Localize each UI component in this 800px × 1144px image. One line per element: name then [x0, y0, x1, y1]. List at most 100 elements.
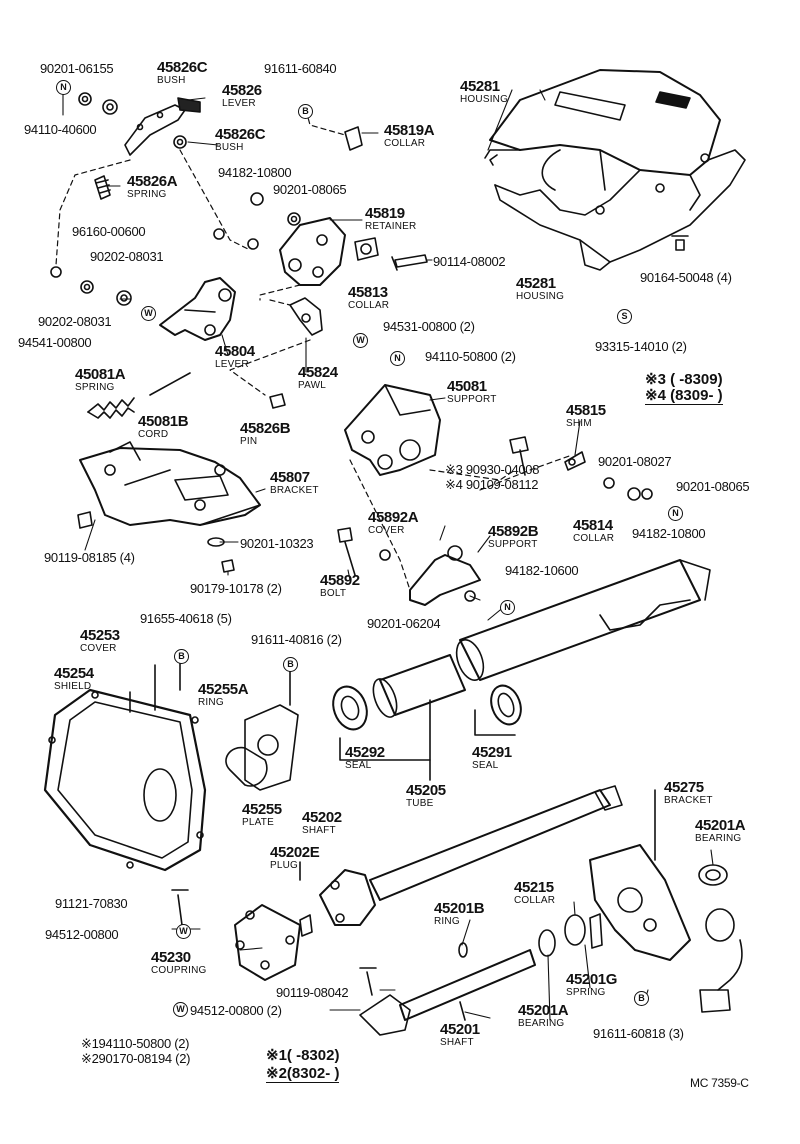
part-number: 90179-10178 (2): [190, 581, 282, 596]
b-symbol-badge: B: [283, 657, 298, 672]
part-number: ※3 90930-04008: [445, 462, 540, 477]
bolt-support-drawing: [207, 527, 481, 606]
part-number: 45201A: [695, 817, 746, 834]
part-name: SHIM: [566, 418, 592, 429]
part-callout: 90201-06155: [40, 61, 114, 76]
part-name: SUPPORT: [447, 394, 497, 405]
part-name: PIN: [240, 436, 258, 447]
part-callout: 91611-40816 (2): [251, 633, 342, 646]
part-name: HOUSING: [460, 94, 509, 105]
part-number: 90201-10323: [240, 536, 314, 551]
part-number: 93315-14010 (2): [595, 339, 687, 354]
part-name: SEAL: [472, 760, 499, 771]
w-symbol-badge: W: [141, 306, 156, 321]
part-name: SHIELD: [54, 681, 92, 692]
part-number: 94182-10800: [632, 526, 706, 541]
part-number: 90201-06155: [40, 61, 114, 76]
part-name: SPRING: [127, 189, 167, 200]
part-number: 90201-08065: [676, 479, 750, 494]
part-number: 45281: [460, 78, 500, 95]
part-callout: 94110-40600: [24, 123, 97, 136]
part-number: 91611-60840: [264, 61, 337, 76]
part-name: RETAINER: [365, 221, 417, 232]
part-callout: 94531-00800 (2): [383, 320, 475, 333]
part-number: 45804: [215, 343, 255, 360]
part-callout: 90179-10178 (2): [190, 582, 282, 595]
part-number: 91611-60818 (3): [593, 1026, 684, 1041]
part-name: BRACKET: [270, 485, 319, 496]
part-number: 90114-08002: [433, 254, 506, 269]
catalog-code: MC 7359-C: [690, 1076, 749, 1090]
part-name: PLUG: [270, 860, 299, 871]
part-name: BUSH: [215, 142, 244, 153]
part-callout: 90201-08065: [676, 479, 750, 494]
part-name: BEARING: [518, 1018, 565, 1029]
part-number: 45892A: [368, 509, 419, 526]
legend-row-1: ※1( -8302): [266, 1047, 340, 1064]
part-number: 45826C: [215, 126, 266, 143]
part-callout: 91611-60840: [264, 61, 337, 76]
part-number: 45826B: [240, 420, 291, 437]
spring-cord-drawing: [87, 372, 286, 419]
part-number: ※194110-50800 (2): [81, 1036, 190, 1051]
part-name: RING: [434, 916, 460, 927]
part-callout: 90202-08031: [90, 250, 164, 263]
part-number: 90201-06204: [367, 616, 441, 631]
part-callout: 94182-10600: [505, 563, 579, 578]
part-number: 90201-08065: [273, 182, 347, 197]
part-callout: 90201-06204: [367, 616, 441, 631]
w-symbol-badge: W: [173, 1002, 188, 1017]
part-number: 45202: [302, 809, 342, 826]
part-number: 45201B: [434, 900, 485, 917]
part-callout: ※4 90109-08112: [445, 478, 539, 491]
part-number: 45819: [365, 205, 405, 222]
part-callout: 94541-00800: [18, 335, 92, 350]
part-callout: 91655-40618 (5): [140, 612, 232, 625]
n-symbol-badge: N: [56, 80, 71, 95]
part-number: 45824: [298, 364, 338, 381]
part-name: SHAFT: [302, 825, 336, 836]
part-name: SPRING: [75, 382, 115, 393]
cover-shield-drawing: [43, 659, 299, 872]
part-number: 45814: [573, 517, 613, 534]
part-callout: 94182-10800: [218, 165, 292, 180]
part-number: 45826A: [127, 173, 178, 190]
part-number: 94182-10600: [505, 563, 579, 578]
part-number: 45892: [320, 572, 360, 589]
housing-drawing: [484, 69, 746, 271]
part-number: 45215: [514, 879, 554, 896]
part-callout: 90114-08002: [433, 254, 506, 269]
b-symbol-badge: B: [174, 649, 189, 664]
part-number: 45291: [472, 744, 512, 761]
part-number: 94541-00800: [18, 335, 92, 350]
part-number: 45255: [242, 801, 282, 818]
n-symbol-badge: N: [668, 506, 683, 521]
part-number: 94110-50800 (2): [425, 349, 516, 364]
part-number: 45201G: [566, 971, 617, 988]
part-number: 94182-10800: [218, 165, 292, 180]
part-callout: 94110-50800 (2): [425, 350, 516, 363]
legend-row-4: ※4 (8309- ): [645, 387, 723, 405]
part-name: BRACKET: [664, 795, 713, 806]
